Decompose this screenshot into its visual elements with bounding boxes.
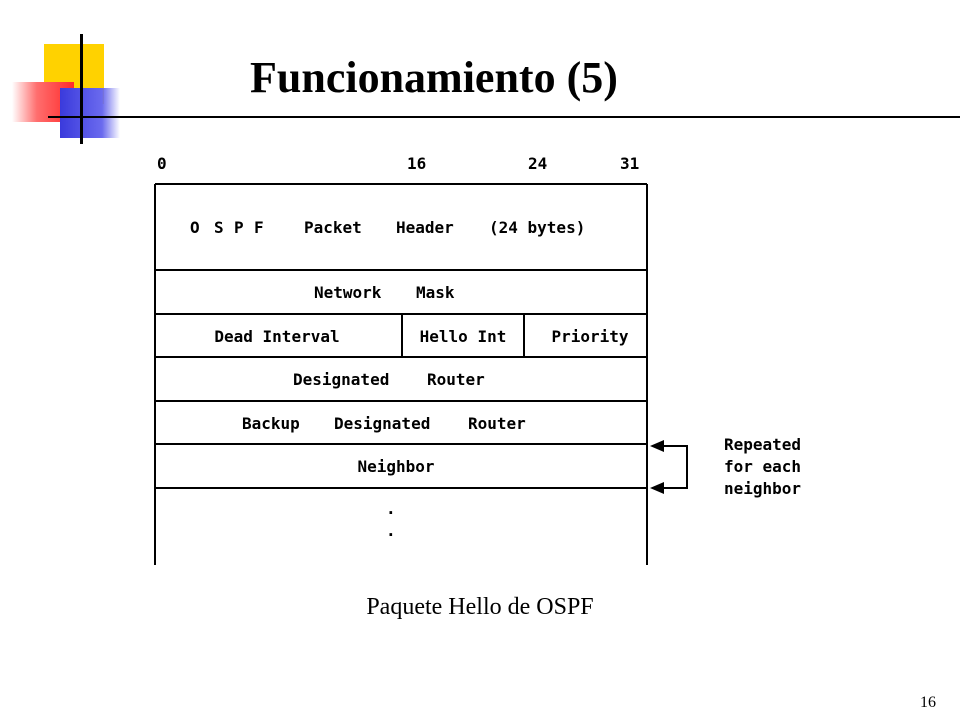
page-number: 16 [920, 694, 936, 711]
bit-offset-0: 0 [157, 154, 167, 173]
logo-vertical-line [80, 34, 83, 144]
header-letter-f: F [254, 218, 264, 237]
repeat-arrow-bottom [650, 482, 664, 494]
continuation-dot-1: . [386, 499, 396, 518]
repeat-bracket [662, 445, 688, 489]
priority-label: Priority [551, 327, 628, 346]
header-word-packet: Packet [304, 218, 362, 237]
designated-router-word-2: Router [427, 370, 485, 389]
repeat-note-line-2: for each [724, 457, 801, 476]
slide-title: Funcionamiento (5) [250, 53, 618, 102]
backup-dr-word-3: Router [468, 414, 526, 433]
header-size: (24 bytes) [489, 218, 585, 237]
designated-router-word-1: Designated [293, 370, 389, 389]
network-mask-word-1: Network [314, 283, 382, 302]
header-letter-s: S [214, 218, 224, 237]
header-letter-o: O [190, 218, 200, 237]
repeat-arrow-top [650, 440, 664, 452]
repeat-note-line-1: Repeated [724, 435, 801, 454]
slide-logo-decoration [0, 0, 140, 150]
diagram-caption: Paquete Hello de OSPF [366, 594, 594, 620]
repeat-bracket-line [662, 445, 688, 489]
neighbor-label: Neighbor [357, 457, 434, 476]
repeat-note-line-3: neighbor [724, 479, 801, 498]
network-mask-word-2: Mask [416, 283, 455, 302]
header-letter-p: P [234, 218, 244, 237]
bit-offset-16: 16 [407, 154, 426, 173]
dead-interval-label: Dead Interval [214, 327, 339, 346]
bit-offset-31: 31 [620, 154, 639, 173]
continuation-dot-2: . [386, 521, 396, 540]
hello-int-label: Hello Int [420, 327, 507, 346]
bit-offset-24: 24 [528, 154, 547, 173]
backup-dr-word-1: Backup [242, 414, 300, 433]
title-underline [48, 116, 960, 118]
backup-dr-word-2: Designated [334, 414, 430, 433]
header-word-header: Header [396, 218, 454, 237]
logo-blue-square [60, 88, 120, 138]
